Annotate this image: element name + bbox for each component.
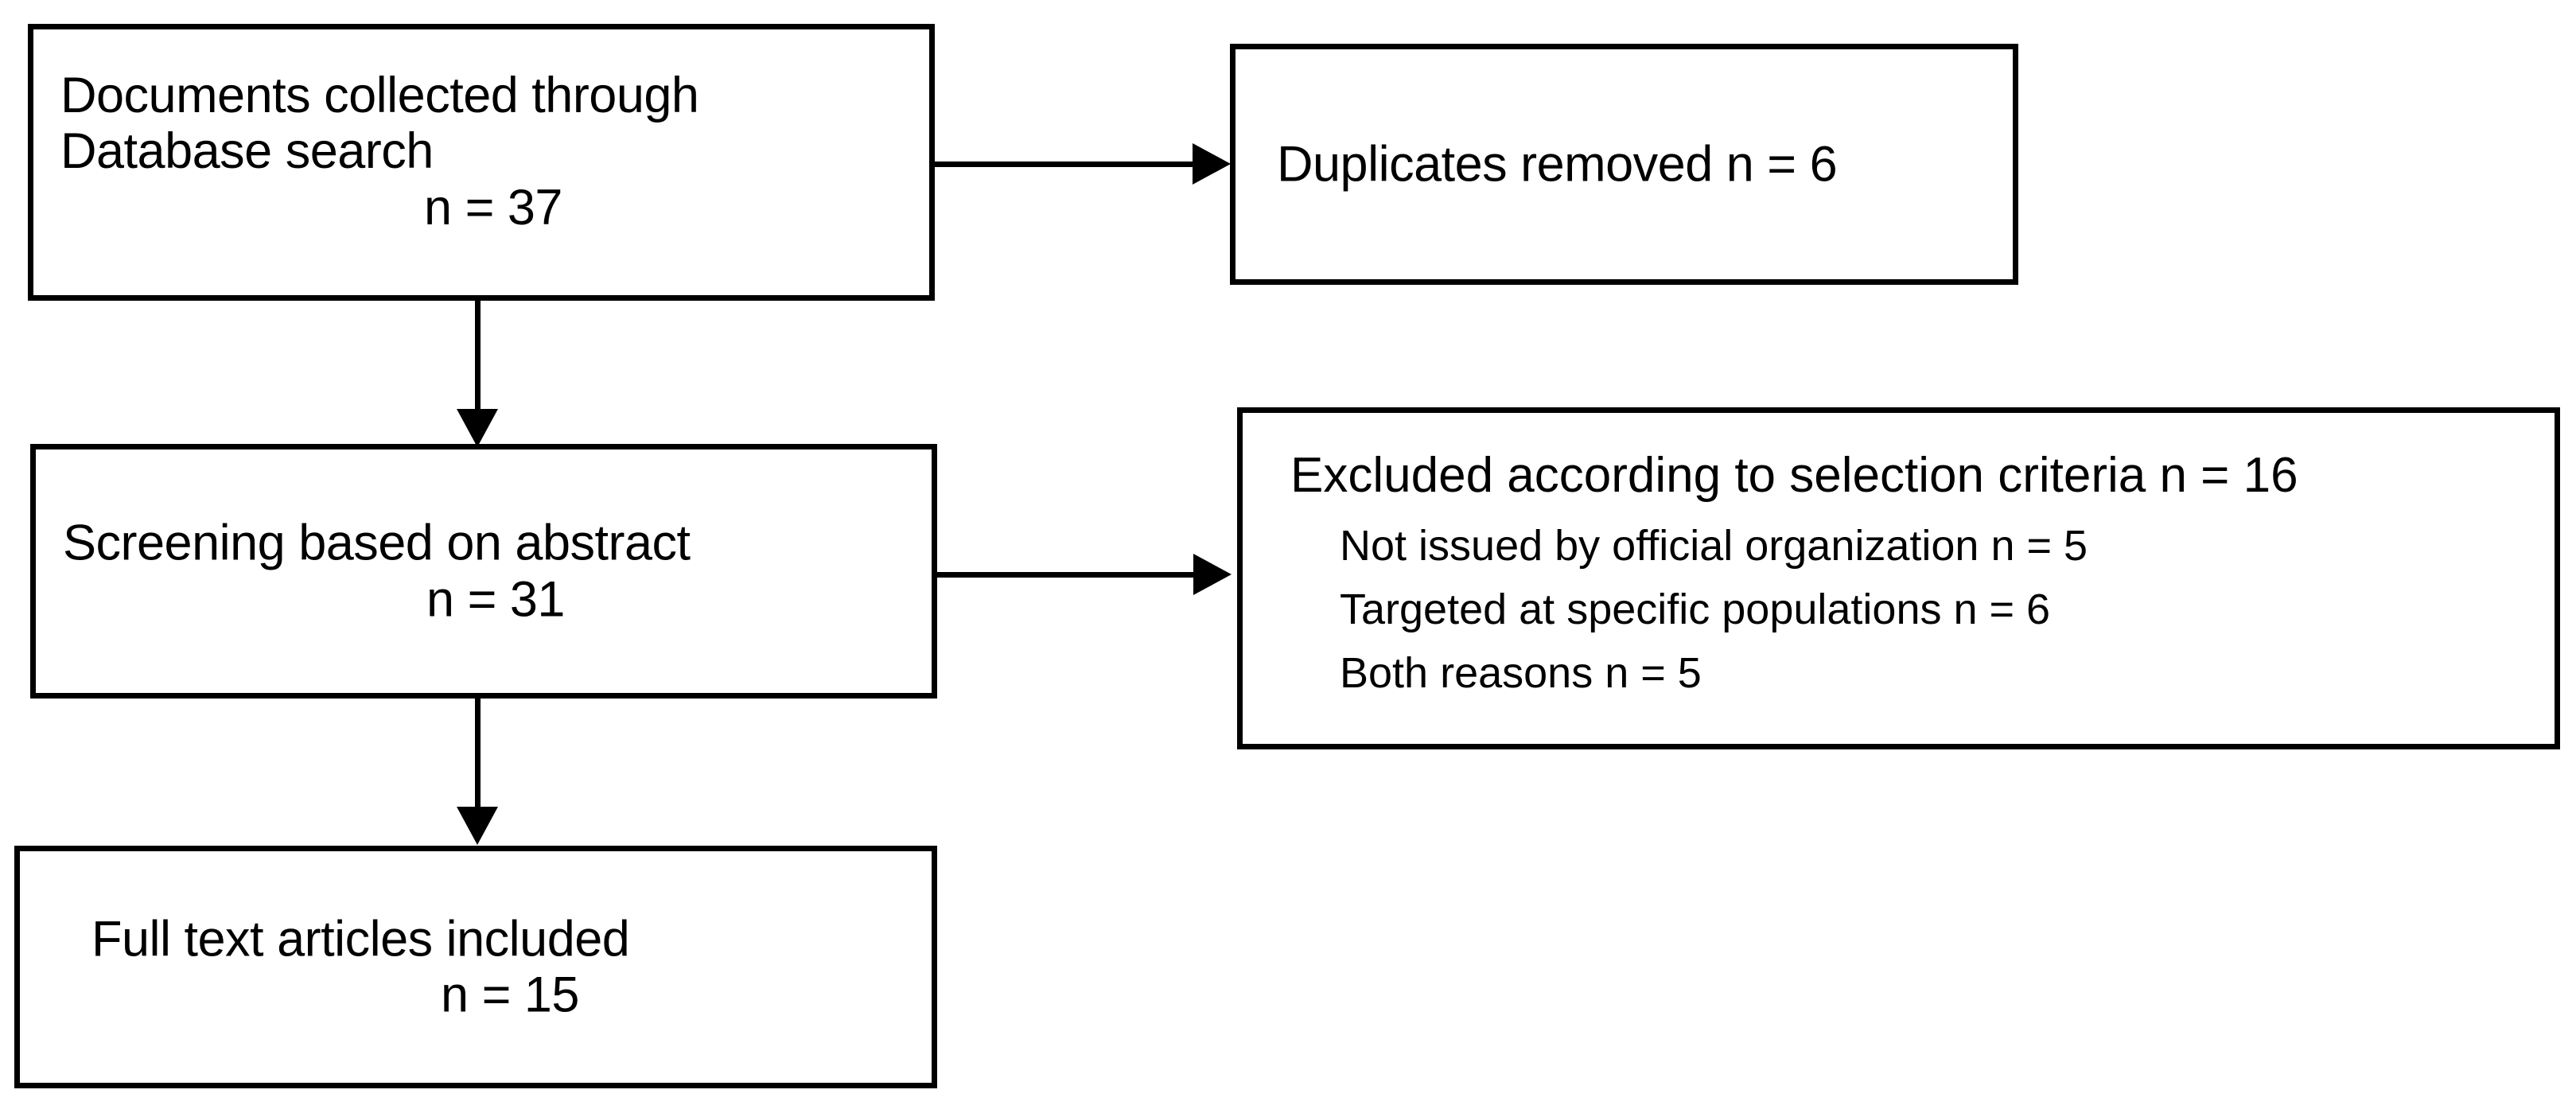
arrowhead-down-icon — [457, 807, 498, 845]
node-excluded-criteria-text: Excluded according to selection criteria… — [1243, 451, 2555, 706]
node-screening-abstract: Screening based on abstract n = 31 — [30, 444, 937, 699]
connector-sources-to-duplicates — [935, 162, 1197, 167]
node-screening-abstract-text: Screening based on abstract n = 31 — [36, 515, 932, 627]
node-full-text-included-text: Full text articles included n = 15 — [20, 911, 932, 1023]
screening-abstract-count: n = 31 — [426, 571, 565, 627]
connector-screening-to-included — [475, 699, 481, 810]
arrowhead-right-icon — [1193, 143, 1231, 185]
documents-collected-line2: Database search — [60, 123, 434, 180]
connector-sources-to-screening — [475, 301, 481, 414]
node-excluded-criteria: Excluded according to selection criteria… — [1237, 407, 2560, 749]
excluded-reason-item: Both reasons n = 5 — [1340, 648, 1702, 697]
excluded-criteria-headline: Excluded according to selection criteria… — [1290, 448, 2298, 504]
node-duplicates-removed: Duplicates removed n = 6 — [1230, 44, 2018, 285]
node-documents-collected-text: Documents collected through Database sea… — [33, 68, 929, 236]
connector-screening-to-excluded — [937, 572, 1196, 578]
duplicates-removed-label: Duplicates removed n = 6 — [1277, 136, 1838, 193]
excluded-reason-item: Not issued by official organization n = … — [1340, 522, 2088, 570]
excluded-reason-item: Targeted at specific populations n = 6 — [1340, 586, 2051, 634]
node-documents-collected: Documents collected through Database sea… — [28, 24, 935, 301]
full-text-included-line1: Full text articles included — [91, 910, 630, 967]
node-duplicates-removed-text: Duplicates removed n = 6 — [1235, 136, 2013, 193]
documents-collected-count: n = 37 — [424, 179, 562, 235]
documents-collected-line1: Documents collected through — [60, 67, 699, 123]
arrowhead-right-icon — [1193, 554, 1232, 595]
arrowhead-down-icon — [457, 409, 498, 447]
screening-abstract-line1: Screening based on abstract — [63, 515, 691, 571]
full-text-included-count: n = 15 — [441, 967, 579, 1023]
node-full-text-included: Full text articles included n = 15 — [14, 846, 937, 1088]
